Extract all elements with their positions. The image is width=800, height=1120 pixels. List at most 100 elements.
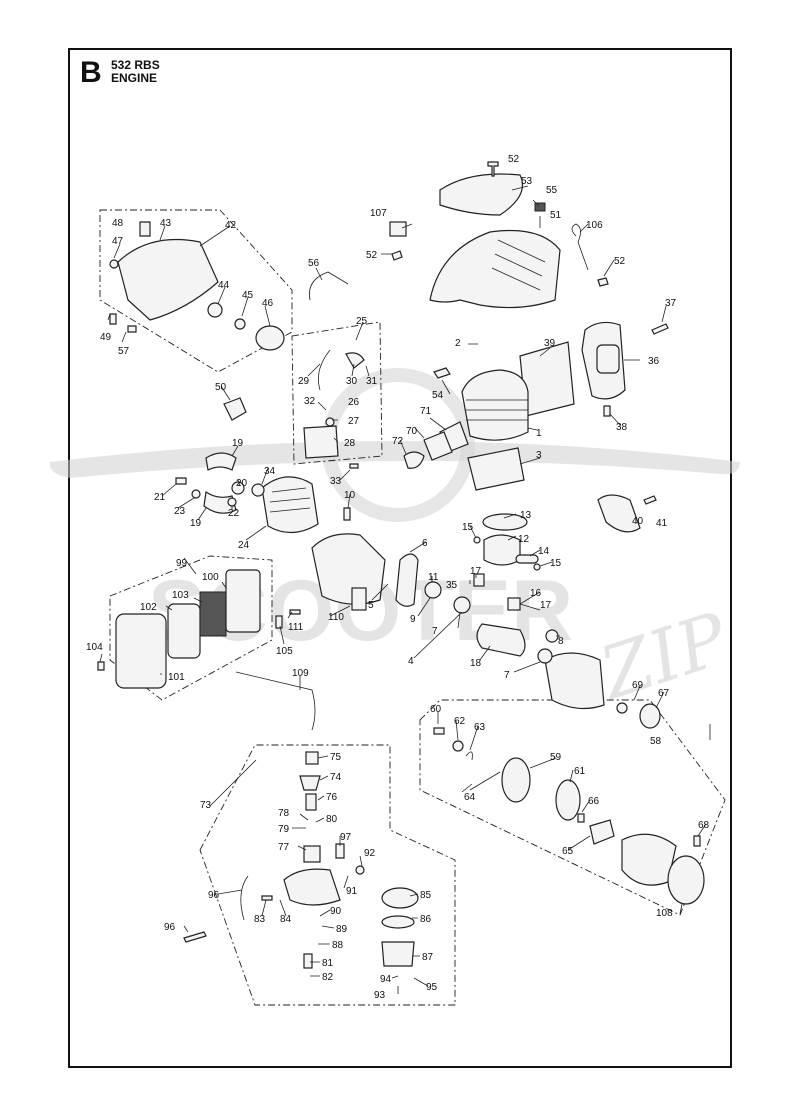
label-14: 14 (538, 546, 550, 557)
screw-49 (109, 313, 117, 325)
bracket-50 (223, 397, 247, 421)
label-52: 52 (614, 256, 626, 267)
label-97: 97 (340, 832, 352, 843)
label-8: 8 (558, 636, 564, 647)
spring-61 (555, 779, 581, 821)
label-19: 19 (190, 518, 202, 529)
label-73: 73 (200, 800, 212, 811)
label-4: 4 (408, 656, 414, 667)
filter-cover-101 (115, 613, 167, 689)
filter-base-100 (225, 569, 261, 633)
label-86: 86 (420, 914, 432, 925)
label-96: 96 (164, 922, 176, 933)
bearing-17a (473, 573, 485, 587)
leader-lines (99, 185, 711, 994)
label-51: 51 (550, 210, 562, 221)
piston-ring-13 (482, 513, 528, 531)
label-70: 70 (406, 426, 418, 437)
label-76: 76 (326, 792, 338, 803)
carburetor-assembly (183, 751, 419, 969)
label-58: 58 (650, 736, 662, 747)
label-62: 62 (454, 716, 466, 727)
label-2: 2 (455, 338, 461, 349)
piston-assembly (473, 513, 541, 611)
label-91: 91 (346, 886, 358, 897)
part-77 (303, 845, 321, 863)
spring-20 (231, 481, 245, 495)
label-17: 17 (540, 600, 552, 611)
label-34: 34 (264, 466, 276, 477)
label-16: 16 (530, 588, 542, 599)
label-111: 111 (288, 622, 304, 633)
label-13: 13 (520, 510, 532, 521)
label-53: 53 (521, 176, 533, 187)
label-50: 50 (215, 382, 227, 393)
label-80: 80 (326, 814, 338, 825)
label-44: 44 (218, 280, 230, 291)
part-75 (305, 751, 319, 765)
label-79: 79 (278, 824, 290, 835)
label-85: 85 (420, 890, 432, 901)
label-77: 77 (278, 842, 290, 853)
label-9: 9 (410, 614, 416, 625)
crankcase-half-left (311, 533, 386, 605)
label-19: 19 (232, 438, 244, 449)
muffler-guard-40 (597, 494, 641, 533)
screw-33 (349, 463, 359, 469)
label-88: 88 (332, 940, 344, 951)
crankcase-half-right (544, 652, 605, 710)
cover-108 (667, 855, 705, 905)
label-59: 59 (550, 752, 562, 763)
label-25: 25 (356, 316, 368, 327)
label-40: 40 (632, 516, 644, 527)
throttle-cable-109 (235, 671, 316, 731)
cover-cap (439, 173, 524, 216)
label-30: 30 (346, 376, 358, 387)
label-56: 56 (308, 258, 320, 269)
section-subtitle: ENGINE (111, 71, 158, 85)
top-cover-assembly (389, 161, 609, 309)
circlip-15b (533, 563, 541, 571)
bearing-7b (537, 648, 553, 664)
label-81: 81 (322, 958, 334, 969)
label-17: 17 (470, 566, 482, 577)
fuel-line-96 (240, 875, 249, 921)
label-107: 107 (370, 208, 387, 219)
group-outline-starter-housing (99, 209, 293, 373)
cylinder (461, 369, 529, 441)
group-outline-recoil-starter (419, 699, 726, 916)
label-94: 94 (380, 974, 392, 985)
flywheel-clutch-assembly (175, 397, 319, 534)
bearing-44 (207, 302, 223, 318)
label-26: 26 (348, 397, 360, 408)
label-82: 82 (322, 972, 334, 983)
label-101: 101 (168, 672, 185, 683)
label-15: 15 (462, 522, 474, 533)
clutch-shoe-19a (205, 452, 237, 471)
label-89: 89 (336, 924, 348, 935)
label-109: 109 (292, 668, 309, 679)
part-92 (355, 865, 365, 875)
group-outline-carburetor (199, 744, 456, 1006)
model-title: 532 RBS (111, 58, 160, 72)
label-102: 102 (140, 602, 157, 613)
label-78: 78 (278, 808, 290, 819)
circlip-15a (473, 536, 481, 544)
muffler-bolt-37 (651, 323, 669, 335)
screw-10 (343, 507, 351, 521)
label-52: 52 (366, 250, 378, 261)
label-45: 45 (242, 290, 254, 301)
label-31: 31 (366, 376, 378, 387)
label-29: 29 (298, 376, 310, 387)
label-105: 105 (276, 646, 293, 657)
part-labels: 52 53 55 51 106 107 52 52 42 48 43 47 44… (86, 154, 710, 1001)
label-38: 38 (616, 422, 628, 433)
label-7: 7 (432, 626, 438, 637)
label-1: 1 (536, 428, 542, 439)
label-87: 87 (422, 952, 434, 963)
lever-97 (335, 843, 345, 859)
label-15: 15 (550, 558, 562, 569)
reed-110 (351, 587, 367, 611)
label-93: 93 (374, 990, 386, 1001)
